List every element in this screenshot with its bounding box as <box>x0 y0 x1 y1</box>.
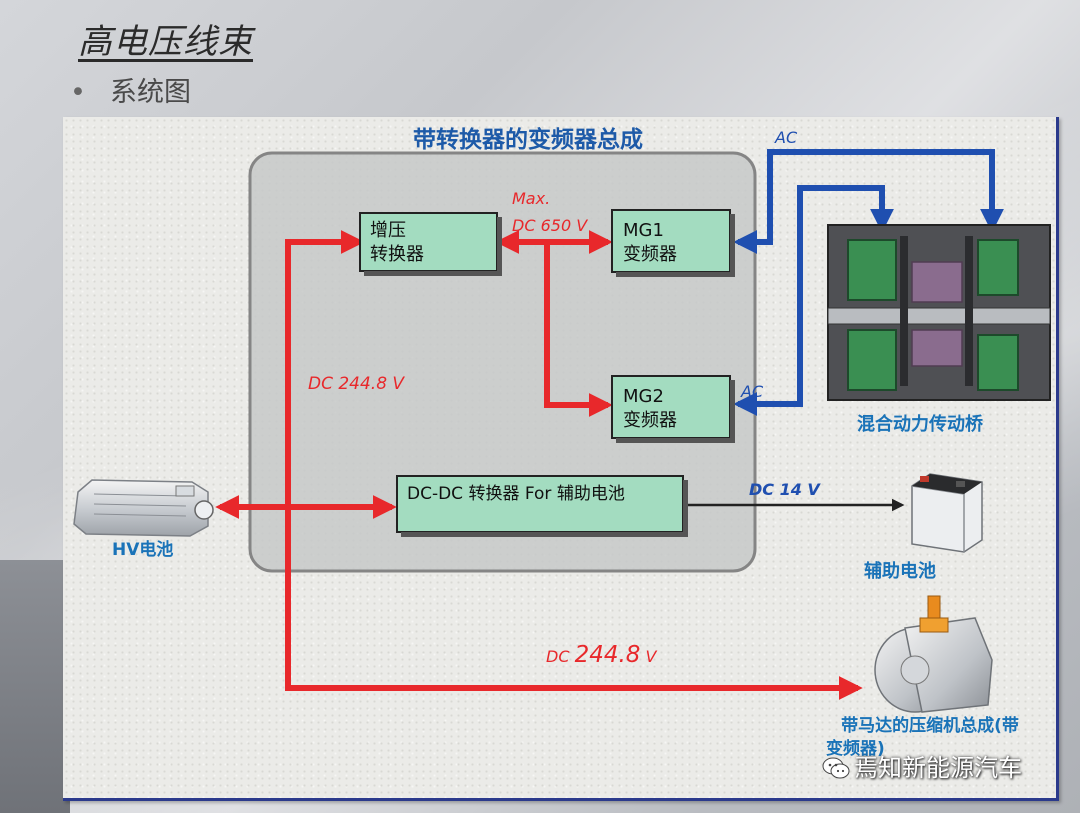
hv-lines <box>215 230 863 700</box>
page-title: 高电压线束 <box>78 22 253 62</box>
mg2-label-1: MG2 <box>623 386 664 407</box>
ac-mid-label: AC <box>740 382 764 401</box>
hv-battery-label: HV电池 <box>112 539 173 560</box>
mg1-label-1: MG1 <box>623 220 664 241</box>
bullet-dot-icon: • <box>70 77 86 108</box>
ac-lines <box>733 149 1004 416</box>
hybrid-transaxle-icon <box>827 224 1051 401</box>
mg2-label-2: 变频器 <box>623 410 677 431</box>
ac-mg2-line <box>733 185 894 416</box>
mg2-inverter-box: MG2 变频器 <box>611 375 735 443</box>
boost-converter-box: 增压 转换器 <box>359 212 502 276</box>
bullet-text: 系统图 <box>110 77 191 108</box>
aux-battery-label: 辅助电池 <box>864 560 936 582</box>
mg1-inverter-box: MG1 变频器 <box>611 209 735 277</box>
dc244-bottom-label: DC 244.8 V <box>546 642 658 668</box>
wechat-icon <box>822 757 850 779</box>
compressor-label-2: 变频器) <box>826 738 885 759</box>
ac-top-label: AC <box>774 128 798 147</box>
dcdc-converter-box: DC-DC 转换器 For 辅助电池 <box>396 475 688 537</box>
watermark-text: 焉知新能源汽车 <box>854 754 1022 782</box>
bullet-item: • 系统图 <box>70 70 191 109</box>
boost-label-1: 增压 <box>370 220 406 241</box>
dc244-left-label: DC 244.8 V <box>308 374 405 394</box>
watermark: 焉知新能源汽车 <box>822 748 1022 783</box>
assembly-title: 带转换器的变频器总成 <box>413 126 643 153</box>
max-label: Max. <box>512 189 550 208</box>
background-facet-dark <box>0 560 70 813</box>
hv-battery-icon <box>73 479 214 537</box>
mg1-label-2: 变频器 <box>623 244 677 265</box>
compressor-icon <box>874 595 993 713</box>
transaxle-label: 混合动力传动桥 <box>857 413 984 435</box>
hv-main-line <box>285 230 863 700</box>
dcdc-label: DC-DC 转换器 For 辅助电池 <box>407 484 625 504</box>
dc14-label: DC 14 V <box>749 480 821 499</box>
dc650-label: DC 650 V <box>512 216 588 235</box>
boost-mg2-line <box>544 244 613 417</box>
compressor-label-1: 带马达的压缩机总成(带 <box>841 715 1019 736</box>
boost-label-2: 转换器 <box>370 244 424 265</box>
aux-battery-icon <box>911 473 983 553</box>
